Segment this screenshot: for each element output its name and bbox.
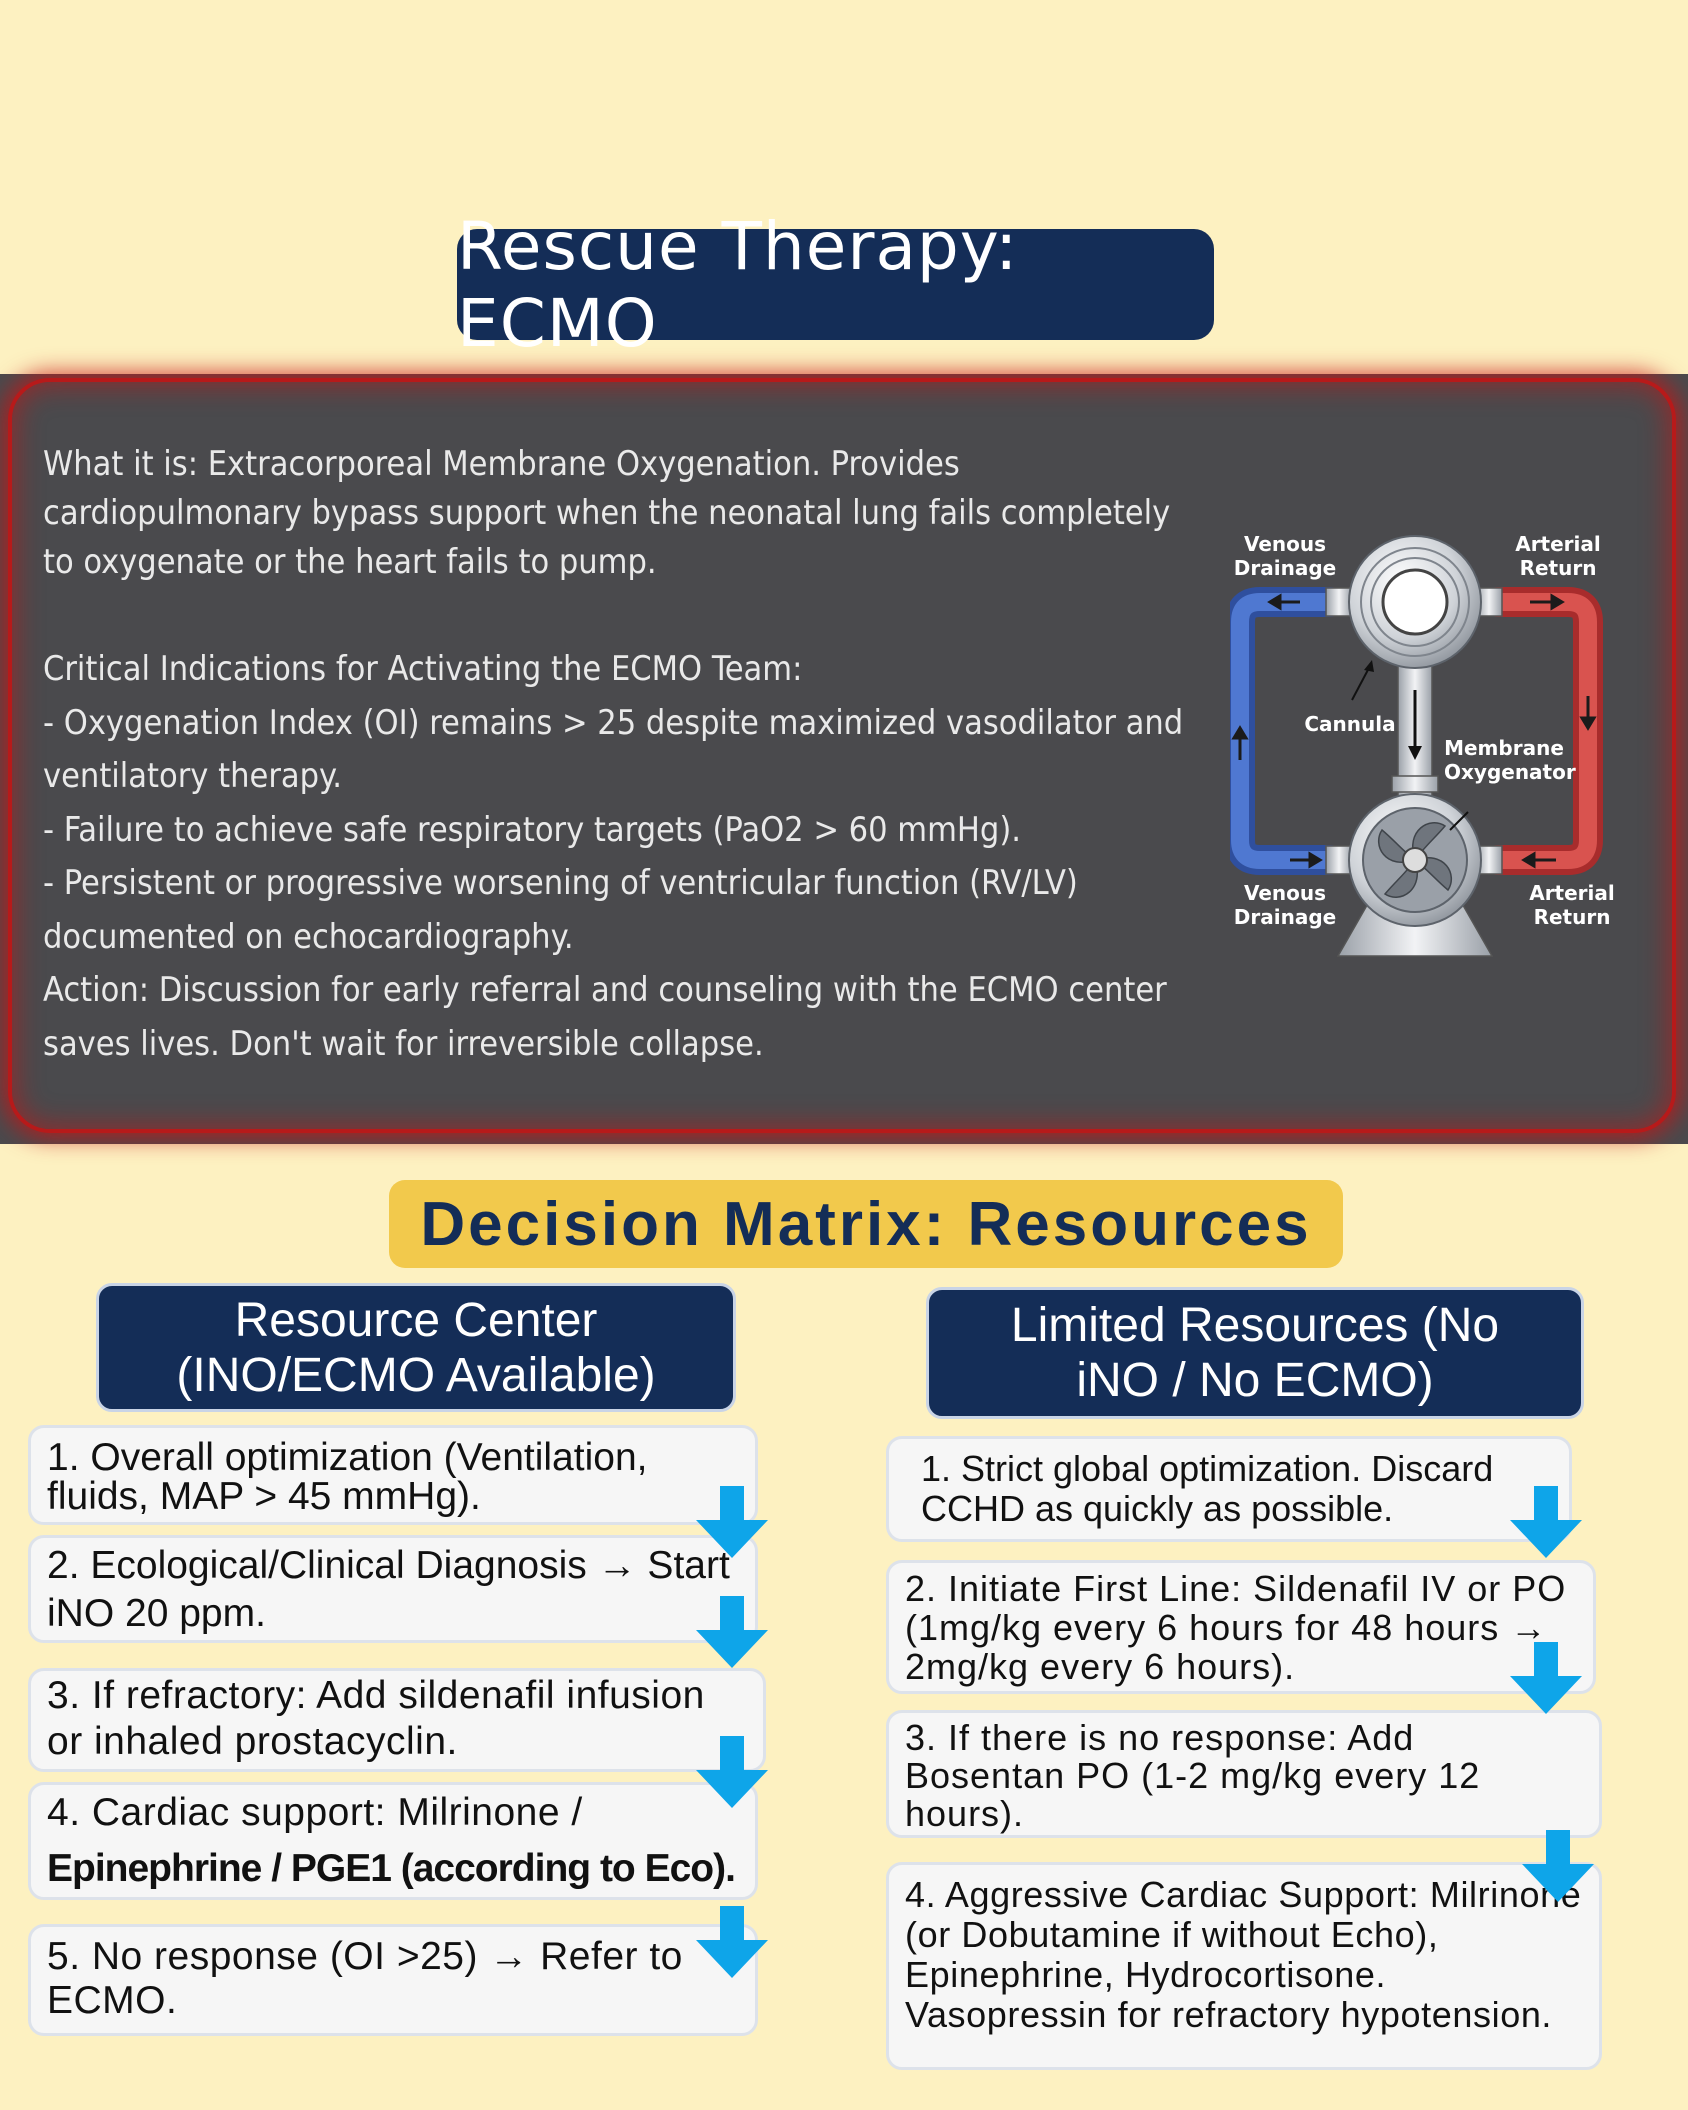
right-step-1: 1. Strict global optimization. Discard C… (886, 1436, 1572, 1542)
label-membrane-oxygenator: Membrane Oxygenator (1444, 736, 1576, 784)
indication-item: - Failure to achieve safe respiratory ta… (43, 809, 1021, 850)
label-line: Drainage (1233, 556, 1337, 580)
label-cannula: Cannula (1304, 712, 1396, 736)
decision-matrix-title: Decision Matrix: Resources (389, 1180, 1343, 1268)
label-arterial-return-top: Arterial Return (1500, 532, 1616, 580)
left-step-4: 4. Cardiac support: Milrinone / Epinephr… (28, 1782, 758, 1900)
flow-arrows (1231, 593, 1597, 869)
down-arrow-icon (696, 1596, 768, 1668)
down-arrow-icon (1510, 1642, 1582, 1714)
header-line: Resource Center (234, 1293, 598, 1347)
label-line: Oxygenator (1444, 760, 1576, 784)
down-arrow-icon (696, 1906, 768, 1978)
label-line: Arterial (1515, 532, 1601, 556)
arterial-tube (1483, 587, 1603, 875)
right-step-4: 4. Aggressive Cardiac Support: Milrinone… (886, 1862, 1602, 2070)
action-text: Action: Discussion for early referral an… (43, 970, 1167, 1064)
ecmo-description: What it is: Extracorporeal Membrane Oxyg… (43, 440, 1193, 1071)
label-line: Arterial (1529, 881, 1615, 905)
label-line: Membrane (1444, 736, 1564, 760)
label-line: Drainage (1233, 905, 1337, 929)
label-line: Return (1533, 905, 1611, 929)
down-arrow-icon (696, 1736, 768, 1808)
ecmo-circuit-diagram (1230, 535, 1603, 957)
down-arrow-icon (1510, 1486, 1582, 1558)
left-step-2: 2. Ecological/Clinical Diagnosis → Start… (28, 1535, 758, 1643)
left-step-1: 1. Overall optimization (Ventilation, fl… (28, 1425, 758, 1525)
left-step-3: 3. If refractory: Add sildenafil infusio… (28, 1668, 766, 1772)
what-it-is-text: What it is: Extracorporeal Membrane Oxyg… (43, 444, 1171, 582)
label-venous-drainage-top: Venous Drainage (1230, 532, 1340, 580)
header-line: iNO / No ECMO) (1076, 1354, 1434, 1407)
label-line: Return (1519, 556, 1597, 580)
page-title: Rescue Therapy: ECMO (457, 208, 1214, 362)
label-line: Venous (1243, 881, 1327, 905)
arterial-tube-highlight (1489, 593, 1597, 869)
right-step-2: 2. Initiate First Line: Sildenafil IV or… (886, 1560, 1596, 1694)
left-step-5: 5. No response (OI >25) → Refer to ECMO. (28, 1924, 758, 2036)
header-line: Limited Resources (No (1010, 1299, 1500, 1352)
indication-item: - Oxygenation Index (OI) remains > 25 de… (43, 702, 1184, 797)
down-arrow-icon (1522, 1830, 1594, 1902)
right-column-header: Limited Resources (No iNO / No ECMO) (926, 1287, 1584, 1419)
indication-item: - Persistent or progressive worsening of… (43, 863, 1078, 957)
step-text-bold: Epinephrine / PGE1 (according to Eco). (47, 1847, 736, 1890)
down-arrow-icon (696, 1486, 768, 1558)
left-column-header: Resource Center (INO/ECMO Available) (96, 1283, 736, 1412)
right-step-3: 3. If there is no response: Add Bosentan… (886, 1710, 1602, 1838)
label-arterial-return-bottom: Arterial Return (1514, 881, 1630, 929)
indications-heading: Critical Indications for Activating the … (43, 649, 803, 689)
label-line: Venous (1243, 532, 1327, 556)
header-line: (INO/ECMO Available) (176, 1348, 656, 1402)
label-venous-drainage-bottom: Venous Drainage (1230, 881, 1340, 929)
step-text: 4. Cardiac support: Milrinone / (47, 1791, 583, 1834)
